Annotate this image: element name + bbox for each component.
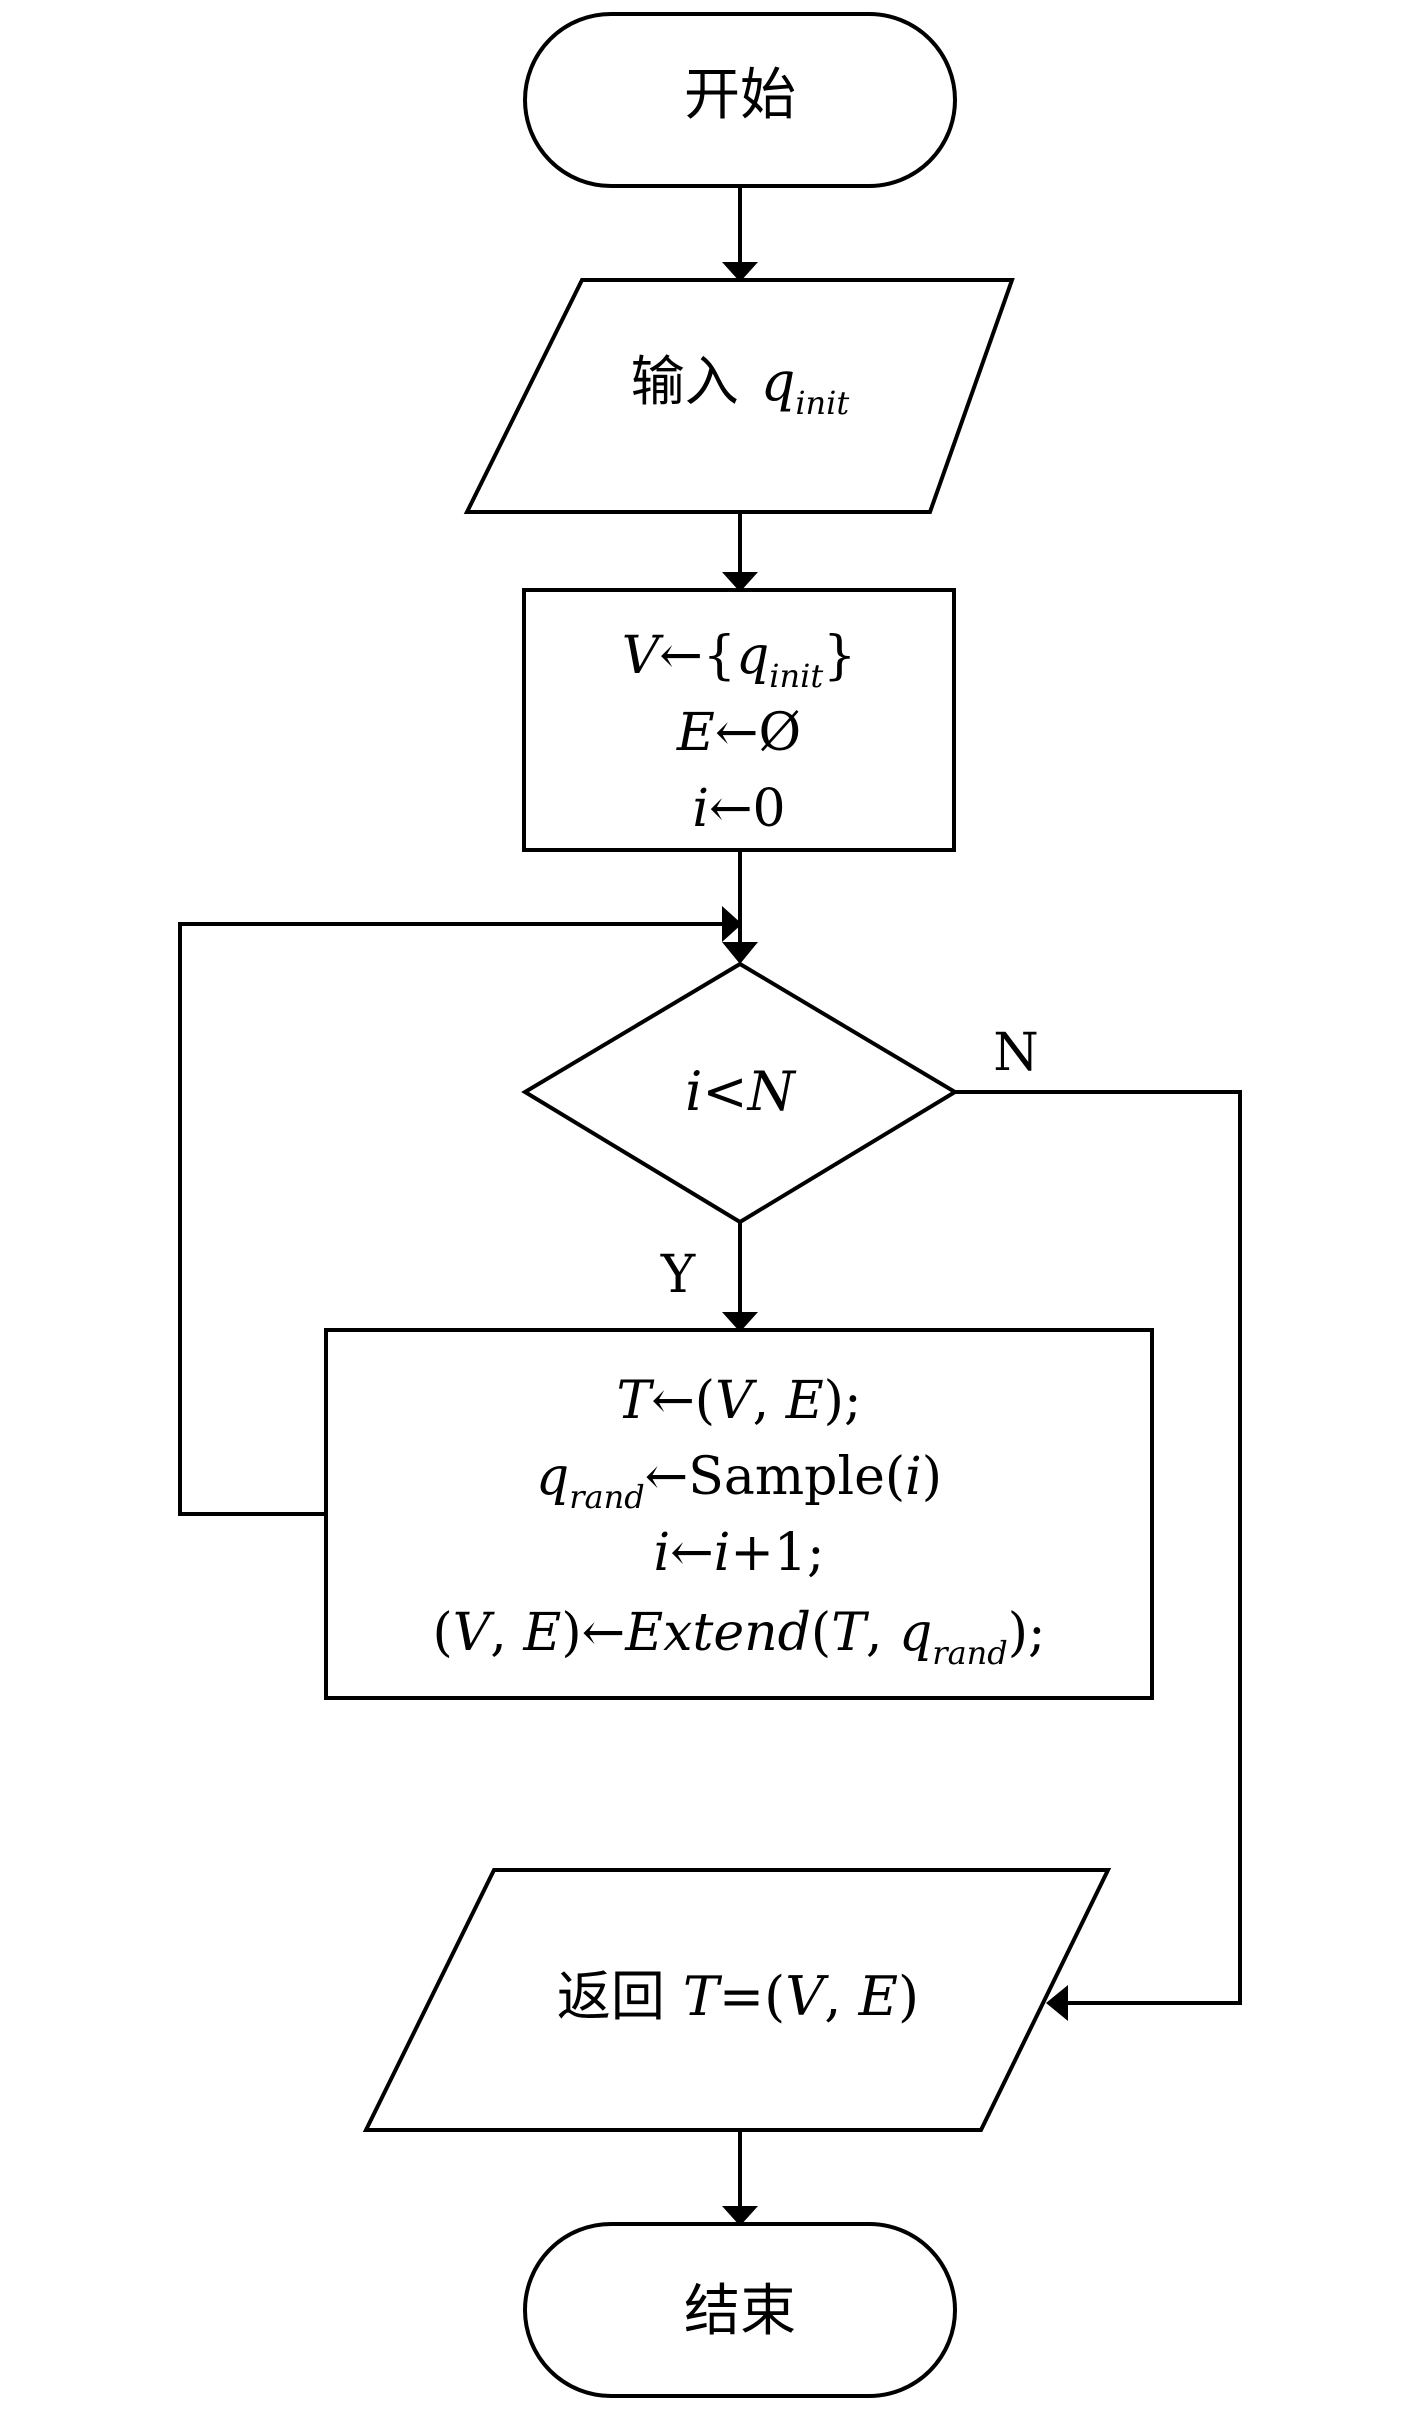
output-parallelogram xyxy=(362,1868,1112,2132)
init-line-3: i←0 xyxy=(692,779,785,839)
end-label: 结束 xyxy=(684,2279,796,2344)
arrowhead-output xyxy=(1046,1985,1068,2021)
loop-line-2: qrand←Sample(i) xyxy=(536,1447,942,1516)
arrowhead-loop-box xyxy=(722,1312,758,1332)
edge-decision-output xyxy=(955,1090,1242,2005)
end-terminator xyxy=(523,2222,957,2398)
arrowhead-loop-back xyxy=(722,906,742,942)
loop-line-3: i←i+1; xyxy=(653,1523,824,1583)
loop-line-4: (V, E)←Extend(T, qrand); xyxy=(432,1603,1045,1672)
init-line-1: V←{qinit} xyxy=(622,626,857,695)
edge-loop-back xyxy=(178,922,722,1516)
arrowhead-input xyxy=(722,262,758,282)
arrowhead-init xyxy=(722,572,758,592)
decision-label: i<N xyxy=(685,1060,797,1123)
init-line-2: E←Ø xyxy=(676,703,801,763)
no-label: N xyxy=(993,1023,1039,1083)
yes-label: Y xyxy=(660,1245,696,1305)
arrowhead-decision-top xyxy=(722,942,758,964)
start-label: 开始 xyxy=(684,63,796,128)
arrowhead-end xyxy=(722,2206,758,2226)
input-parallelogram xyxy=(463,278,1015,514)
loop-process-box xyxy=(324,1328,1154,1700)
loop-line-1: T←(V, E); xyxy=(617,1371,862,1431)
